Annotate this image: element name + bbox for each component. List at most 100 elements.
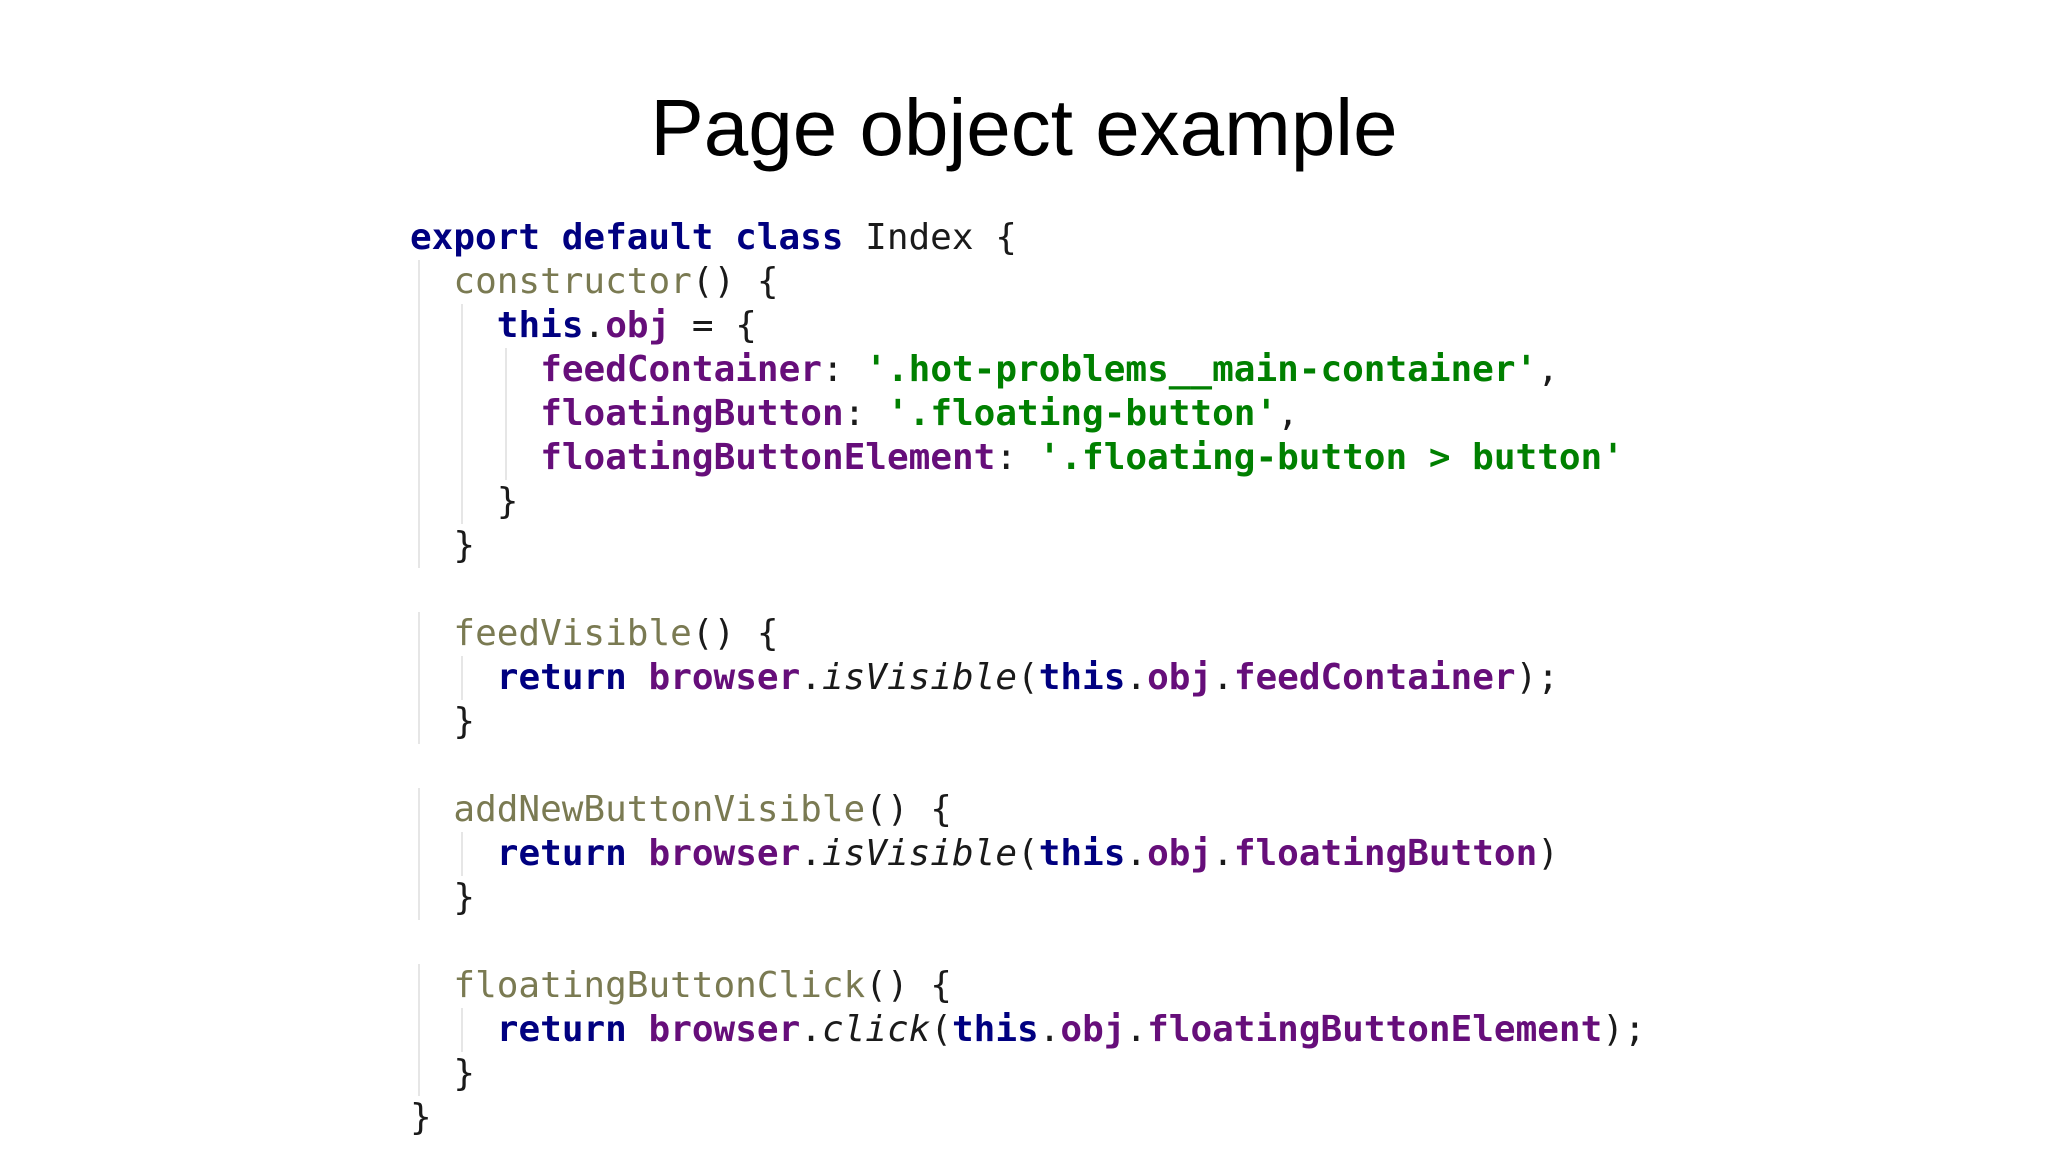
indent-guide bbox=[461, 348, 464, 392]
code-token: export default class bbox=[410, 217, 844, 258]
code-line-content: export default class Index { bbox=[410, 217, 1017, 258]
code-line-content: floatingButtonClick() { bbox=[410, 965, 952, 1006]
indent-guide bbox=[418, 876, 420, 920]
indent-guide bbox=[504, 436, 507, 480]
code-token: . bbox=[1212, 657, 1234, 698]
code-token: ( bbox=[1017, 657, 1039, 698]
indent-guide bbox=[418, 436, 420, 480]
indent-guide bbox=[461, 656, 464, 700]
code-token: ( bbox=[1017, 833, 1039, 874]
slide-title: Page object example bbox=[650, 83, 1398, 172]
code-token: floatingButton bbox=[540, 393, 844, 434]
code-line: } bbox=[410, 700, 1646, 744]
code-line: feedContainer: '.hot-problems__main-cont… bbox=[410, 348, 1646, 392]
indent-guide bbox=[461, 436, 464, 480]
code-line: return browser.click(this.obj.floatingBu… bbox=[410, 1008, 1646, 1052]
code-line: feedVisible() { bbox=[410, 612, 1646, 656]
code-token: this bbox=[952, 1009, 1039, 1050]
code-line-content: return browser.isVisible(this.obj.floati… bbox=[410, 833, 1559, 874]
code-token: . bbox=[583, 305, 606, 346]
code-line-content: feedContainer: '.hot-problems__main-cont… bbox=[410, 349, 1559, 390]
code-line-content: return browser.click(this.obj.floatingBu… bbox=[410, 1009, 1646, 1050]
code-token: . bbox=[800, 657, 822, 698]
indent-guide bbox=[461, 1008, 464, 1052]
code-token: floatingButtonElement bbox=[1147, 1009, 1603, 1050]
code-token: , bbox=[1537, 349, 1559, 390]
code-token: } bbox=[453, 1053, 476, 1094]
code-line bbox=[410, 920, 1646, 964]
code-token: () { bbox=[865, 965, 952, 1006]
code-token: floatingButtonClick bbox=[453, 965, 866, 1006]
code-token: '.hot-problems__main-container' bbox=[865, 349, 1538, 390]
code-block: export default class Index {constructor(… bbox=[410, 216, 1646, 1140]
code-line: addNewButtonVisible() { bbox=[410, 788, 1646, 832]
code-token: . bbox=[1038, 1009, 1061, 1050]
code-line-content: feedVisible() { bbox=[410, 613, 779, 654]
indent-guide bbox=[418, 524, 420, 568]
code-token: obj bbox=[1060, 1009, 1126, 1050]
indent-guide bbox=[418, 304, 420, 348]
indent-guide bbox=[461, 832, 464, 876]
code-line: constructor() { bbox=[410, 260, 1646, 304]
code-token: () { bbox=[691, 613, 779, 654]
code-token: floatingButtonElement bbox=[540, 437, 996, 478]
code-token: click bbox=[821, 1009, 931, 1050]
code-line: } bbox=[410, 1096, 1646, 1140]
code-token: return bbox=[496, 657, 627, 698]
indent-guide bbox=[418, 832, 420, 876]
indent-guide bbox=[418, 1052, 420, 1096]
code-token: '.floating-button > button' bbox=[1038, 437, 1624, 478]
code-token: ( bbox=[930, 1009, 952, 1050]
code-token: obj bbox=[1147, 833, 1213, 874]
code-token: ); bbox=[1515, 657, 1559, 698]
indent-guide bbox=[504, 392, 507, 436]
code-token: '.floating-button' bbox=[886, 393, 1278, 434]
code-token bbox=[627, 657, 649, 698]
code-line: floatingButtonElement: '.floating-button… bbox=[410, 436, 1646, 480]
code-line: floatingButton: '.floating-button', bbox=[410, 392, 1646, 436]
code-line-content: constructor() { bbox=[410, 261, 778, 302]
indent-guide bbox=[418, 700, 420, 744]
code-token: = { bbox=[670, 305, 757, 346]
code-line: export default class Index { bbox=[410, 216, 1646, 260]
indent-guide bbox=[418, 260, 420, 304]
code-line: } bbox=[410, 1052, 1646, 1096]
code-token: this bbox=[496, 305, 584, 346]
code-token: ); bbox=[1602, 1009, 1646, 1050]
code-token: () { bbox=[865, 789, 952, 830]
code-token: Index { bbox=[843, 217, 1017, 258]
code-token: obj bbox=[605, 305, 671, 346]
code-line-content: floatingButtonElement: '.floating-button… bbox=[410, 437, 1624, 478]
code-token: } bbox=[410, 1097, 432, 1138]
code-token: } bbox=[453, 877, 476, 918]
code-line-content: } bbox=[410, 1053, 475, 1094]
code-line: floatingButtonClick() { bbox=[410, 964, 1646, 1008]
code-line-content: floatingButton: '.floating-button', bbox=[410, 393, 1299, 434]
code-token: addNewButtonVisible bbox=[453, 789, 866, 830]
code-token: . bbox=[1125, 833, 1148, 874]
code-line: } bbox=[410, 480, 1646, 524]
code-line-content: addNewButtonVisible() { bbox=[410, 789, 952, 830]
code-token: browser bbox=[648, 1009, 801, 1050]
code-token: feedContainer bbox=[540, 349, 822, 390]
code-token: isVisible bbox=[821, 833, 1018, 874]
indent-guide bbox=[418, 348, 420, 392]
code-token: this bbox=[1038, 657, 1126, 698]
code-token: , bbox=[1277, 393, 1299, 434]
code-token: } bbox=[496, 481, 519, 522]
code-line-content: } bbox=[410, 1097, 432, 1138]
code-line: return browser.isVisible(this.obj.floati… bbox=[410, 832, 1646, 876]
code-token: obj bbox=[1147, 657, 1213, 698]
code-token: floatingButton bbox=[1233, 833, 1538, 874]
indent-guide bbox=[418, 1008, 420, 1052]
code-token: this bbox=[1038, 833, 1126, 874]
code-token: browser bbox=[648, 657, 801, 698]
indent-guide bbox=[418, 788, 420, 832]
code-line bbox=[410, 568, 1646, 612]
code-line-content: return browser.isVisible(this.obj.feedCo… bbox=[410, 657, 1559, 698]
code-token: . bbox=[800, 833, 822, 874]
indent-guide bbox=[418, 964, 420, 1008]
code-token: } bbox=[453, 701, 476, 742]
code-token: : bbox=[843, 393, 887, 434]
